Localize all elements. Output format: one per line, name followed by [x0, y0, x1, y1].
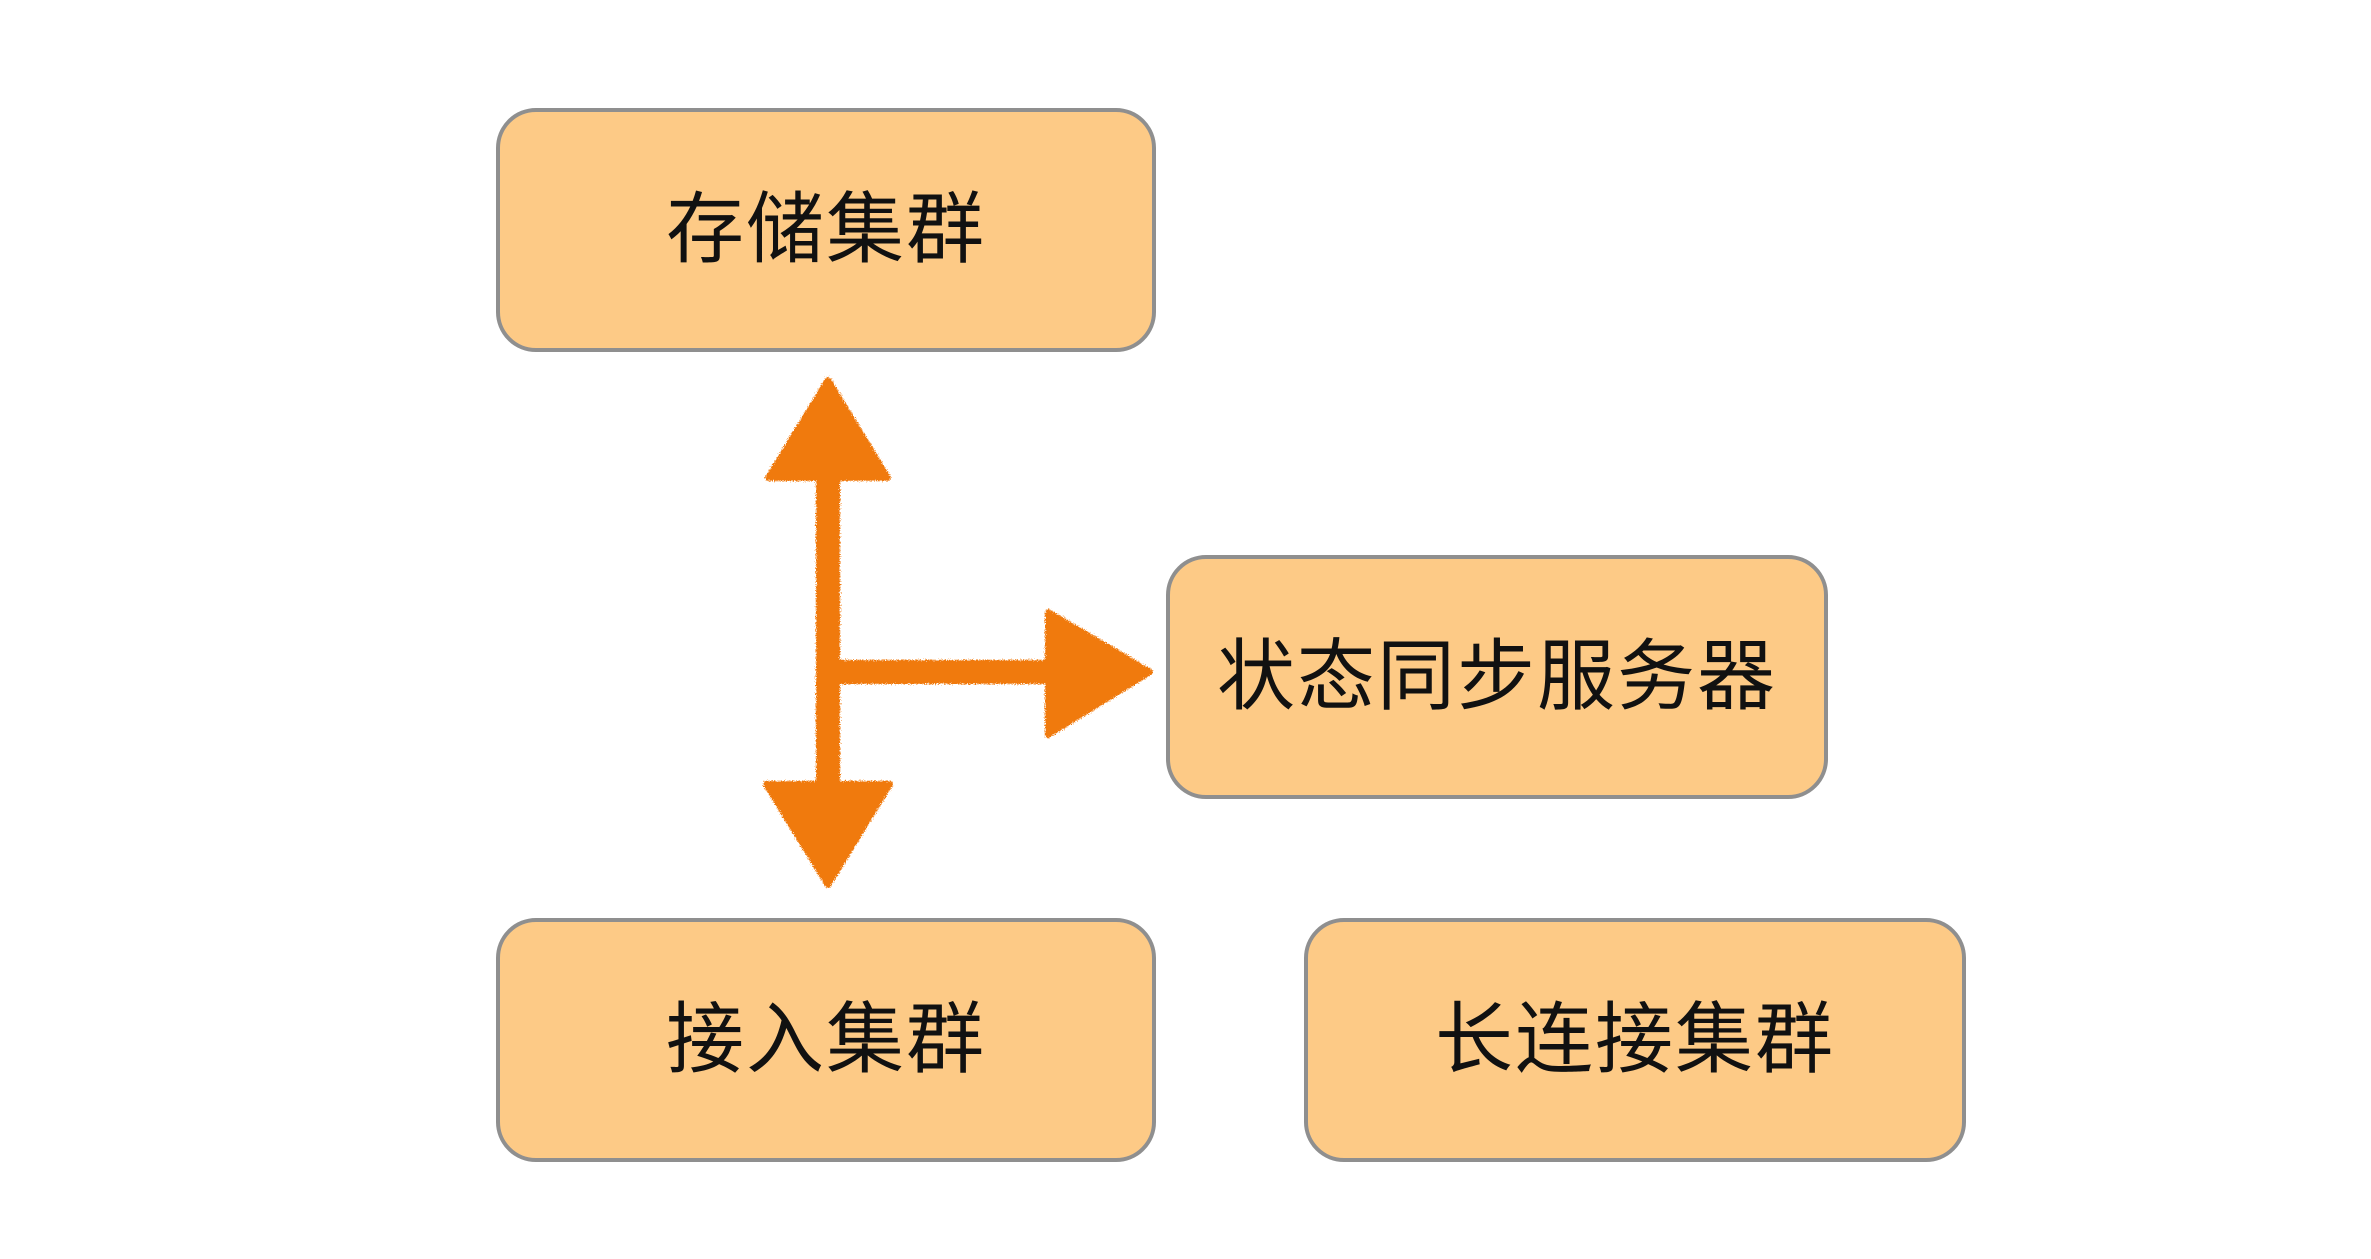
long-connection-cluster-label: 长连接集群: [1434, 995, 1835, 1085]
arrowhead-down: [763, 781, 893, 888]
arrowhead-right: [1045, 609, 1153, 738]
state-sync-server-label: 状态同步服务器: [1216, 632, 1777, 722]
access-cluster-node: 接入集群: [496, 918, 1156, 1162]
storage-cluster-label: 存储集群: [665, 185, 986, 275]
long-connection-cluster-node: 长连接集群: [1304, 918, 1966, 1162]
state-sync-server-node: 状态同步服务器: [1166, 555, 1828, 799]
storage-cluster-node: 存储集群: [496, 108, 1156, 352]
access-cluster-label: 接入集群: [665, 995, 986, 1085]
arrowhead-up: [765, 377, 891, 481]
